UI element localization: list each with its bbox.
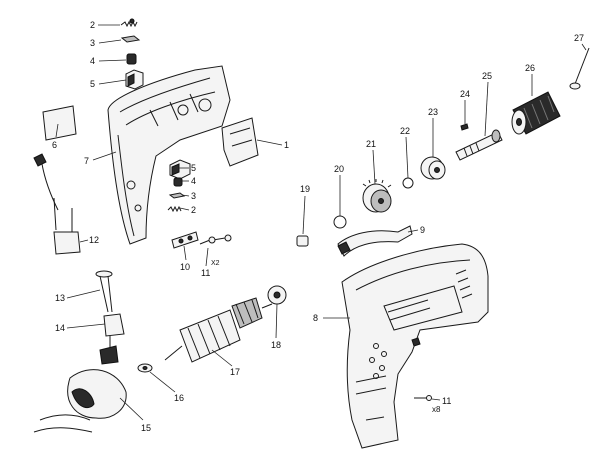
callout-22: 22 [400, 126, 410, 136]
callout-20: 20 [334, 164, 344, 174]
part-26-chuck [511, 91, 561, 135]
quantity-x2: X2 [211, 260, 220, 267]
part-12-cord-plug [33, 153, 81, 255]
callout-4-mid: 4 [191, 176, 196, 186]
part-9-chuck-key [337, 225, 413, 257]
callout-11-bottom: 11 [442, 396, 451, 406]
part-2-spring [167, 205, 182, 213]
part-10-cord-clamp [171, 231, 199, 249]
part-22-circlip [402, 177, 414, 189]
leader-lines [55, 24, 587, 421]
callout-18: 18 [271, 340, 281, 350]
part-7-housing-half [107, 65, 231, 245]
part-1-switch-cover [221, 117, 259, 167]
part-21-gear [362, 179, 392, 213]
callout-1: 1 [284, 140, 289, 150]
callout-2: 2 [90, 20, 95, 30]
callout-labels: 2 3 4 5 6 7 1 5 4 3 2 12 10 11 X2 19 20 … [52, 20, 584, 433]
part-18-bearing [267, 285, 287, 305]
callout-15: 15 [141, 423, 151, 433]
part-25-spindle [455, 129, 503, 161]
callout-23: 23 [428, 107, 438, 117]
callout-5-mid: 5 [191, 163, 196, 173]
part-19-small-bearing [296, 235, 309, 247]
callout-16: 16 [174, 393, 184, 403]
callout-9: 9 [420, 225, 425, 235]
callout-21: 21 [366, 139, 376, 149]
callout-26: 26 [525, 63, 535, 73]
callout-13: 13 [55, 293, 65, 303]
callout-24: 24 [460, 89, 470, 99]
part-17-armature [164, 297, 273, 363]
callout-3: 3 [90, 38, 95, 48]
part-16-washer [137, 363, 153, 373]
part-20-circlip [333, 215, 347, 229]
part-4-cap [173, 177, 183, 187]
callout-10: 10 [180, 262, 190, 272]
part-2-spring-top [120, 18, 138, 28]
part-23-bearing [420, 156, 446, 180]
part-8-housing-half [341, 243, 489, 449]
callout-2-mid: 2 [191, 205, 196, 215]
callout-5: 5 [90, 79, 95, 89]
part-11-screws-x8 [414, 395, 432, 401]
part-5-switch-block-top [125, 69, 144, 90]
callout-25: 25 [482, 71, 492, 81]
part-5-switch-block [169, 159, 191, 180]
part-27-chuck-screw [569, 47, 590, 90]
callout-11-top: 11 [201, 268, 210, 278]
part-14-brush-holder [99, 313, 125, 365]
callout-27: 27 [574, 33, 584, 43]
callout-8: 8 [313, 313, 318, 323]
part-11-screws-x2 [199, 234, 232, 245]
part-3-plate [168, 192, 186, 199]
quantity-x8: x8 [432, 405, 441, 414]
callout-14: 14 [55, 323, 65, 333]
callout-17: 17 [230, 367, 240, 377]
callout-3-mid: 3 [191, 191, 196, 201]
callout-4: 4 [90, 56, 95, 66]
part-15-stator [33, 369, 127, 433]
callout-7: 7 [84, 156, 89, 166]
part-6-label-plate [42, 105, 77, 141]
part-24-key [460, 123, 469, 131]
callout-19: 19 [300, 184, 310, 194]
part-4-cap-top [126, 53, 137, 65]
part-13-brush-tube [95, 270, 113, 313]
part-3-plate-top [120, 35, 141, 43]
callout-12: 12 [89, 235, 99, 245]
callout-6: 6 [52, 140, 57, 150]
